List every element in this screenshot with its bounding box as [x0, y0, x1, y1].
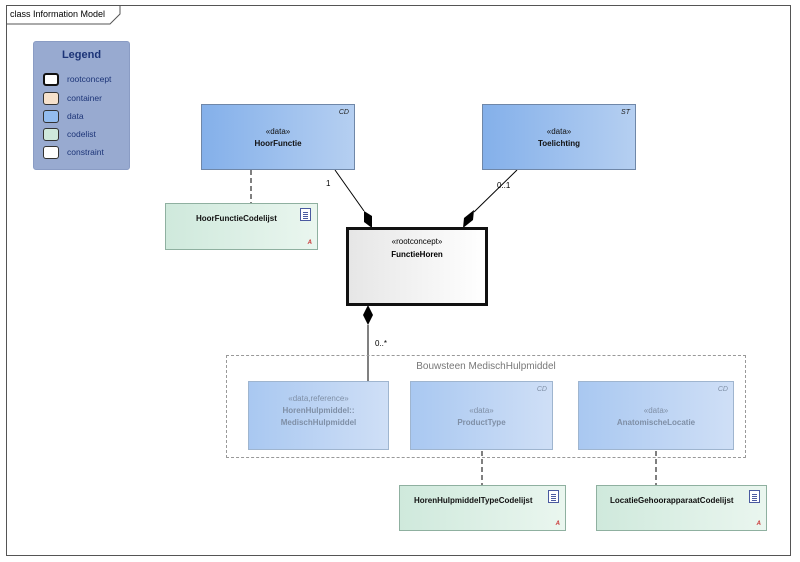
- stereotype: «data»: [265, 127, 291, 136]
- legend-label: constraint: [67, 147, 104, 157]
- legend-label: container: [67, 93, 102, 103]
- codelist-name: LocatieGehoorapparaatCodelijst: [610, 496, 734, 505]
- class-name: FunctieHoren: [391, 250, 443, 259]
- attribute-marker-icon: A: [555, 521, 560, 527]
- document-icon: [749, 490, 760, 503]
- connector-toelichting-functiehoren: [473, 169, 518, 213]
- stereotype: «data»: [643, 406, 669, 415]
- class-hoorfunctie[interactable]: CD «data» HoorFunctie: [201, 104, 355, 170]
- multiplicity-toelichting: 0..1: [497, 181, 511, 190]
- stereotype: «data,reference»: [288, 394, 349, 403]
- type-tag: CD: [717, 386, 728, 393]
- frame-tab-outline: [6, 5, 121, 25]
- codelist-locatie[interactable]: LocatieGehoorapparaatCodelijst A: [596, 485, 767, 531]
- package-title: Bouwsteen MedischHulpmiddel: [416, 361, 556, 372]
- class-producttype[interactable]: CD «data» ProductType: [410, 381, 553, 450]
- document-icon: [548, 490, 559, 503]
- legend-item-codelist: codelist: [41, 127, 129, 143]
- legend-swatch-data: [43, 110, 59, 123]
- legend-item-container: container: [41, 91, 129, 107]
- attribute-marker-icon: A: [756, 521, 761, 527]
- class-name: AnatomischeLocatie: [616, 418, 696, 427]
- class-functiehoren[interactable]: «rootconcept» FunctieHoren: [346, 227, 488, 306]
- legend-label: rootconcept: [67, 74, 112, 84]
- legend-item-data: data: [41, 109, 129, 125]
- legend-swatch-constraint: [43, 146, 59, 159]
- connector-hoorfunctie-functiehoren: [334, 169, 365, 212]
- legend-swatch-container: [43, 92, 59, 105]
- class-name: ProductType: [457, 418, 506, 427]
- legend-swatch-codelist: [43, 128, 59, 141]
- legend: Legend rootconcept container data codeli…: [33, 41, 130, 170]
- composition-diamond-hoorfunctie: [364, 211, 372, 228]
- class-name: HoorFunctie: [254, 139, 302, 148]
- legend-swatch-rootconcept: [43, 73, 59, 86]
- composition-diamond-toelichting-fill: [463, 210, 474, 228]
- legend-item-rootconcept: rootconcept: [41, 72, 129, 88]
- class-toelichting[interactable]: ST «data» Toelichting: [482, 104, 636, 170]
- type-tag: CD: [536, 386, 547, 393]
- stereotype: «rootconcept»: [391, 237, 443, 246]
- codelist-name: HoorFunctieCodelijst: [196, 214, 277, 223]
- package-bouwsteen[interactable]: Bouwsteen MedischHulpmiddel: [226, 355, 746, 458]
- multiplicity-hoorfunctie: 1: [326, 179, 331, 188]
- stereotype: «data»: [546, 127, 572, 136]
- class-name: HorenHulpmiddel::: [282, 406, 355, 415]
- diagram-title: class Information Model: [10, 9, 106, 19]
- codelist-name: HorenHulpmiddelTypeCodelijst: [414, 496, 533, 505]
- legend-title: Legend: [61, 49, 102, 61]
- multiplicity-hulpmiddel: 0..*: [375, 339, 388, 348]
- legend-label: codelist: [67, 129, 96, 139]
- document-icon: [300, 208, 311, 221]
- class-anatomischelocatie[interactable]: CD «data» AnatomischeLocatie: [578, 381, 734, 450]
- type-tag: CD: [338, 109, 349, 116]
- class-horenhulpmiddel[interactable]: «data,reference» HorenHulpmiddel:: Medis…: [248, 381, 389, 450]
- diagram-frame: [6, 5, 791, 556]
- stereotype: «data»: [469, 406, 494, 415]
- class-name: Toelichting: [537, 139, 581, 148]
- codelist-producttype[interactable]: HorenHulpmiddelTypeCodelijst A: [399, 485, 566, 531]
- class-name: MedischHulpmiddel: [280, 418, 357, 427]
- attribute-marker-icon: A: [307, 240, 312, 246]
- legend-label: data: [67, 111, 84, 121]
- type-tag: ST: [621, 109, 630, 116]
- codelist-hoorfunctie[interactable]: HoorFunctieCodelijst A: [165, 203, 318, 250]
- composition-diamond-hulpmiddel: [363, 305, 373, 325]
- legend-item-constraint: constraint: [41, 145, 129, 161]
